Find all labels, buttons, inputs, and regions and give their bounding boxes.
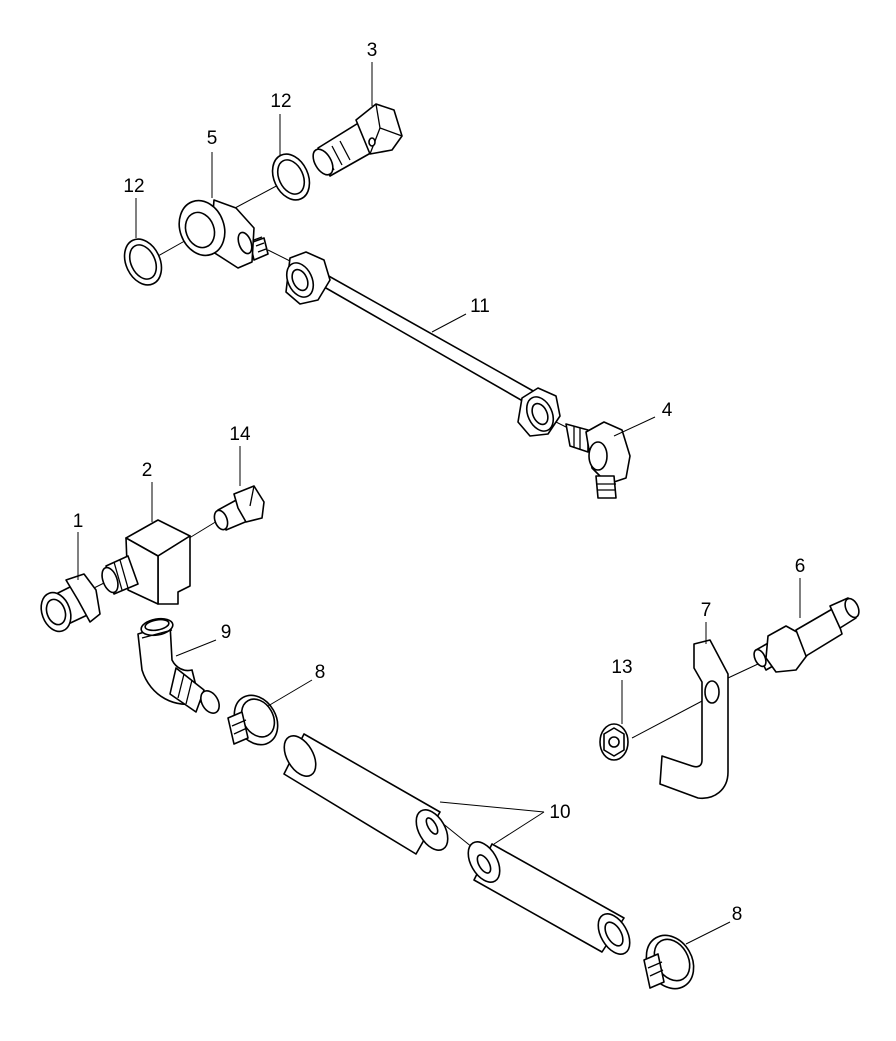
part-8-hose-clamp-upper bbox=[227, 694, 279, 746]
callout-13: 13 bbox=[611, 657, 632, 678]
part-4-elbow bbox=[565, 421, 631, 499]
part-1-adapter bbox=[40, 573, 101, 633]
callout-9: 9 bbox=[221, 622, 232, 643]
callout-3: 3 bbox=[367, 40, 378, 61]
part-14-plug bbox=[213, 485, 265, 531]
callout-2: 2 bbox=[142, 460, 153, 481]
part-10-hose-lower bbox=[467, 841, 631, 955]
callout-1: 1 bbox=[73, 511, 84, 532]
part-5-banjo-fitting bbox=[178, 199, 269, 269]
callout-12-left: 12 bbox=[123, 176, 144, 197]
callout-11: 11 bbox=[470, 296, 490, 317]
assembly-lines bbox=[89, 182, 759, 861]
part-9-hose-elbow bbox=[137, 617, 220, 714]
leader-lines bbox=[77, 62, 801, 945]
part-2-tee-block bbox=[101, 519, 191, 605]
callout-6: 6 bbox=[795, 556, 806, 577]
part-3-banjo-bolt bbox=[312, 103, 403, 177]
callout-labels: 1 2 3 4 5 6 7 8 8 9 10 11 12 12 13 14 bbox=[73, 40, 806, 925]
part-8-hose-clamp-lower bbox=[643, 934, 695, 990]
part-6-union-fitting bbox=[753, 597, 860, 673]
part-7-bracket bbox=[659, 639, 729, 799]
callout-4: 4 bbox=[662, 400, 673, 421]
callout-8-lower: 8 bbox=[732, 904, 743, 925]
callout-14: 14 bbox=[229, 424, 251, 445]
part-13-flange-nut bbox=[599, 723, 629, 761]
part-12-washer-left bbox=[123, 238, 163, 286]
part-10-hose-upper bbox=[283, 733, 449, 855]
callout-5: 5 bbox=[207, 128, 218, 149]
callout-8-upper: 8 bbox=[315, 662, 326, 683]
part-11-pipe bbox=[285, 251, 561, 437]
callout-12-right: 12 bbox=[270, 91, 291, 112]
callout-7: 7 bbox=[701, 600, 712, 621]
callout-10: 10 bbox=[549, 802, 570, 823]
part-12-washer-right bbox=[271, 153, 311, 201]
